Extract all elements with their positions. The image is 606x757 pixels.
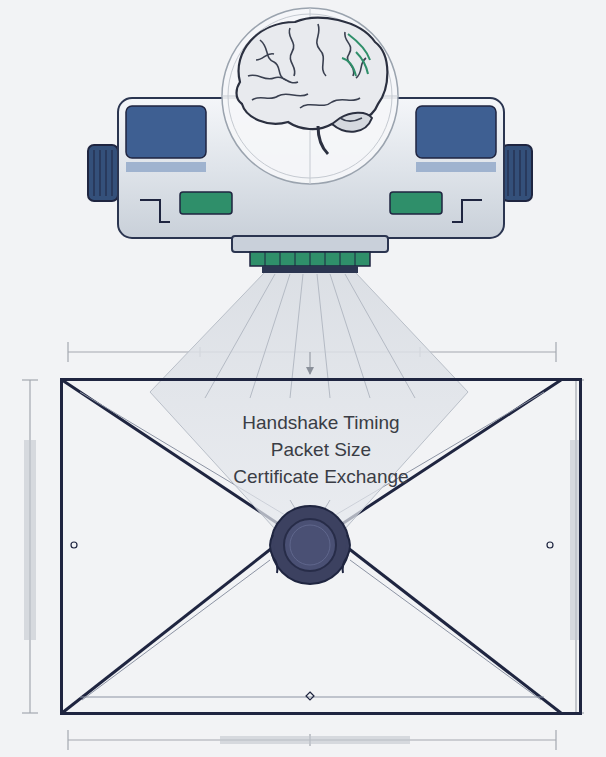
envelope-text: Packet Size — [267, 436, 375, 463]
envelope: Handshake TimingPacket SizeCertificate E… — [60, 378, 582, 715]
text-stack: Handshake TimingPacket SizeCertificate E… — [63, 409, 579, 490]
envelope-text: Certificate Exchange — [229, 463, 412, 490]
envelope-text: Handshake Timing — [238, 409, 403, 436]
